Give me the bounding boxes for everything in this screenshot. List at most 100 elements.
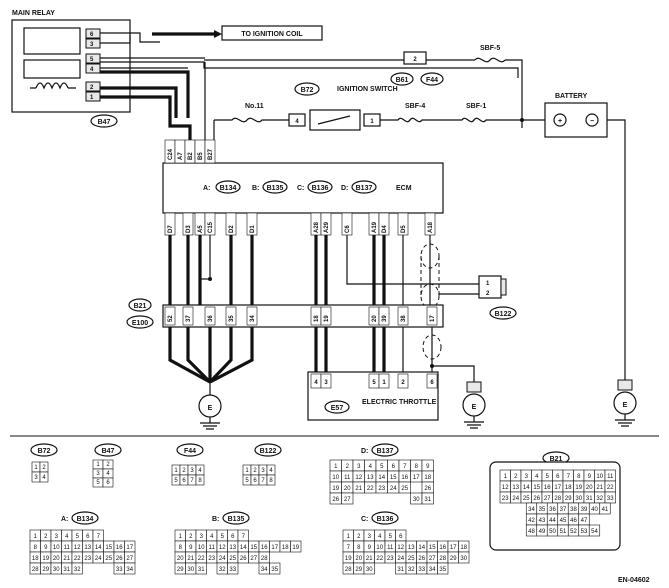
svg-text:26: 26 bbox=[424, 486, 431, 492]
svg-text:31: 31 bbox=[424, 497, 431, 503]
legend-pin: 27 bbox=[341, 492, 354, 505]
legend-pin: 8 bbox=[410, 459, 423, 472]
svg-text:B47: B47 bbox=[102, 448, 115, 455]
svg-text:26: 26 bbox=[533, 496, 540, 502]
legend-pin: 9 bbox=[185, 540, 197, 553]
svg-text:4: 4 bbox=[269, 468, 273, 474]
svg-text:5: 5 bbox=[389, 534, 393, 540]
svg-text:18: 18 bbox=[32, 556, 39, 562]
ecm-bottom-pin: D7 bbox=[164, 212, 176, 236]
b122-pin: 2 bbox=[486, 291, 490, 297]
legend-pin: 6 bbox=[179, 474, 189, 486]
legend-pin: 30 bbox=[458, 551, 470, 564]
svg-text:15: 15 bbox=[533, 485, 540, 491]
svg-text:B137: B137 bbox=[356, 185, 373, 192]
svg-text:1: 1 bbox=[245, 468, 249, 474]
svg-text:52: 52 bbox=[168, 315, 174, 322]
legend-pin: 31 bbox=[61, 562, 73, 575]
legend-pin: 50 bbox=[546, 524, 559, 537]
legend-pin: 7 bbox=[342, 540, 354, 553]
svg-text:4: 4 bbox=[106, 471, 110, 477]
svg-text:10: 10 bbox=[332, 475, 339, 481]
legend-pin: 5 bbox=[92, 477, 104, 488]
battery-plus: + bbox=[558, 118, 562, 125]
svg-text:28: 28 bbox=[32, 567, 39, 573]
svg-text:7: 7 bbox=[242, 534, 246, 540]
legend-pin: 6 bbox=[227, 529, 239, 542]
legend-pin: 5 bbox=[541, 469, 553, 482]
legend-pin: 36 bbox=[546, 502, 559, 515]
svg-text:9: 9 bbox=[44, 545, 48, 551]
legend-pin: 2 bbox=[39, 461, 49, 473]
ecm-bottom-pin: D4 bbox=[378, 212, 390, 236]
svg-text:4: 4 bbox=[378, 534, 382, 540]
svg-text:34: 34 bbox=[261, 567, 268, 573]
legend-pin: 18 bbox=[421, 470, 434, 483]
svg-text:D:: D: bbox=[361, 448, 368, 455]
svg-text:1: 1 bbox=[504, 474, 508, 480]
legend-pin: 35 bbox=[536, 502, 548, 515]
svg-text:17: 17 bbox=[126, 545, 133, 551]
svg-text:33: 33 bbox=[116, 567, 123, 573]
legend-pin: 34 bbox=[124, 562, 136, 575]
legend-pin: 8 bbox=[29, 540, 41, 553]
svg-text:6: 6 bbox=[253, 478, 257, 484]
ecm-bottom-pin: A5 bbox=[194, 212, 206, 236]
main-relay-label: MAIN RELAY bbox=[12, 10, 55, 17]
svg-text:A:: A: bbox=[61, 516, 68, 523]
svg-text:39: 39 bbox=[581, 507, 588, 513]
svg-text:7: 7 bbox=[190, 478, 194, 484]
svg-text:A7: A7 bbox=[178, 152, 184, 160]
ground-symbol: E bbox=[613, 379, 637, 427]
svg-text:40: 40 bbox=[591, 507, 598, 513]
legend-pin: 3 bbox=[195, 529, 207, 542]
battery-label: BATTERY bbox=[555, 93, 588, 100]
svg-text:6: 6 bbox=[392, 464, 396, 470]
svg-text:8: 8 bbox=[179, 545, 183, 551]
throttle-pin: 3 bbox=[320, 373, 332, 389]
legend-pin: 17 bbox=[269, 540, 281, 553]
svg-text:22: 22 bbox=[367, 486, 374, 492]
ignition-switch-pin: 1 bbox=[370, 119, 374, 125]
svg-text:B:: B: bbox=[212, 516, 219, 523]
svg-text:A:: A: bbox=[203, 185, 210, 192]
legend-pin: 9 bbox=[363, 540, 375, 553]
fuse-connector: 2 SBF-5 B61 F44 bbox=[204, 45, 523, 128]
svg-text:1: 1 bbox=[347, 534, 351, 540]
fuse-no11-label: No.11 bbox=[245, 103, 264, 110]
svg-text:33: 33 bbox=[229, 567, 236, 573]
legend-pin: 24 bbox=[510, 491, 522, 504]
legend-pin: 29 bbox=[562, 491, 574, 504]
legend-pin: 3 bbox=[520, 469, 532, 482]
svg-text:12: 12 bbox=[397, 545, 404, 551]
svg-text:5: 5 bbox=[380, 464, 384, 470]
legend-pin: 23 bbox=[499, 491, 511, 504]
svg-text:27: 27 bbox=[126, 556, 133, 562]
legend-pin: 26 bbox=[421, 481, 434, 494]
ignition-switch-label: IGNITION SWITCH bbox=[337, 86, 398, 93]
legend-pin: 31 bbox=[195, 562, 207, 575]
svg-text:8: 8 bbox=[198, 478, 202, 484]
svg-text:5: 5 bbox=[245, 478, 249, 484]
svg-text:35: 35 bbox=[271, 567, 278, 573]
svg-text:19: 19 bbox=[332, 486, 339, 492]
svg-text:27: 27 bbox=[344, 497, 351, 503]
legend-pin: 8 bbox=[573, 469, 585, 482]
svg-text:2: 2 bbox=[42, 465, 46, 471]
svg-text:22: 22 bbox=[607, 485, 614, 491]
legend-pin: 13 bbox=[510, 480, 522, 493]
legend-pin: 29 bbox=[174, 562, 186, 575]
legend-pin: 10 bbox=[594, 469, 606, 482]
svg-text:35: 35 bbox=[539, 507, 546, 513]
legend-pin: 19 bbox=[329, 481, 342, 494]
legend-pin: 20 bbox=[353, 551, 365, 564]
legend-pin: 11 bbox=[61, 540, 73, 553]
svg-text:B122: B122 bbox=[260, 448, 277, 455]
legend-pin: 28 bbox=[552, 491, 564, 504]
svg-text:2: 2 bbox=[106, 462, 110, 468]
svg-text:C6: C6 bbox=[345, 225, 351, 233]
svg-text:2: 2 bbox=[357, 534, 361, 540]
legend-pin: 3 bbox=[31, 471, 41, 483]
